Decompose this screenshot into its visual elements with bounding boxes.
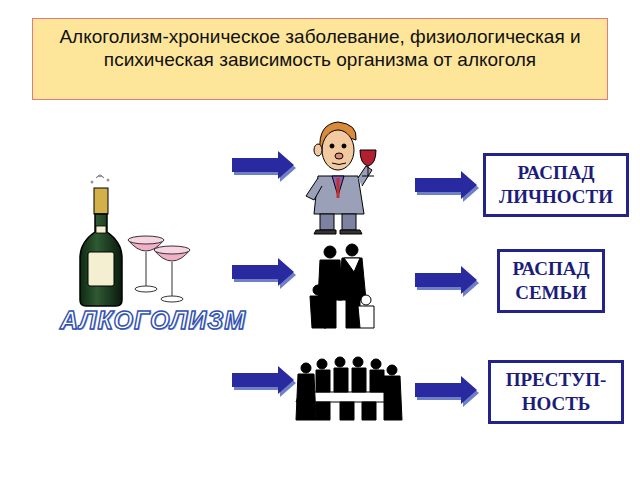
drawing-part	[232, 151, 296, 182]
drawing-part	[172, 262, 173, 298]
drawing-part	[316, 402, 330, 420]
drawing-part	[360, 150, 376, 166]
champagne-bottle	[80, 175, 122, 306]
drawing-part	[340, 230, 362, 234]
drawing-part	[161, 296, 183, 302]
champagne-glasses	[128, 236, 190, 302]
drawing-part	[232, 366, 296, 397]
drawing-part	[232, 258, 296, 289]
drawing-part	[88, 252, 114, 286]
drawing-part	[322, 130, 354, 170]
drawing-part	[335, 153, 343, 159]
drawing-part	[337, 178, 340, 198]
drawing-part	[314, 144, 322, 156]
drawing-part	[310, 296, 326, 328]
drawing-part	[94, 188, 108, 214]
drawing-part	[314, 176, 364, 214]
drawing-part	[334, 368, 348, 392]
drawing-part	[370, 370, 384, 392]
drawing-part	[314, 230, 336, 234]
family-silhouette	[310, 244, 374, 328]
drawing-part	[362, 176, 374, 177]
drawing-part	[368, 166, 369, 176]
wordart-label: АЛКОГОЛИЗМ	[60, 306, 246, 335]
drawing-part	[317, 359, 327, 369]
drawing-part	[107, 179, 110, 182]
drawing-part	[320, 214, 334, 230]
drawing-part	[415, 266, 479, 297]
drawing-part	[301, 363, 311, 373]
drawing-part	[353, 357, 363, 367]
drawing-part	[330, 144, 334, 148]
drawing-part	[415, 376, 479, 407]
arrows-right	[415, 171, 479, 407]
drawing-part	[96, 226, 106, 233]
drawing-part	[306, 178, 322, 200]
drawing-part	[96, 175, 104, 178]
drawing-part	[344, 258, 360, 272]
drawing-part	[91, 181, 94, 184]
drawing-part	[415, 171, 479, 202]
drawing-part	[335, 357, 345, 367]
drawing-part	[361, 295, 371, 305]
drawing-part	[358, 306, 374, 328]
drawing-part	[340, 402, 354, 420]
drinking-man	[306, 122, 376, 234]
drawing-part	[371, 359, 381, 369]
drawing-part	[324, 246, 336, 258]
drawing-part	[387, 365, 397, 375]
drawing-part	[332, 163, 346, 165]
box-text: РАСПАД ЛИЧНОСТИ	[492, 161, 620, 209]
drawing-part	[352, 368, 366, 392]
drawing-part	[80, 214, 122, 306]
result-box: ПРЕСТУП- НОСТЬ	[488, 360, 624, 424]
title-box: Алкоголизм-хроническое заболевание, физи…	[32, 18, 608, 100]
drawing-part	[346, 244, 358, 256]
result-box: РАСПАД ЛИЧНОСТИ	[483, 153, 629, 217]
drawing-part	[146, 252, 147, 288]
drawing-part	[384, 376, 402, 420]
box-text: ПРЕСТУП- НОСТЬ	[497, 368, 615, 416]
drawing-part	[154, 246, 190, 254]
drawing-part	[313, 285, 323, 295]
drawing-part	[316, 370, 330, 392]
result-box: РАСПАД СЕМЬИ	[497, 249, 605, 313]
box-text: РАСПАД СЕМЬИ	[506, 257, 596, 305]
drawing-part	[99, 175, 101, 177]
title-text: Алкоголизм-хроническое заболевание, физи…	[41, 25, 599, 71]
meeting-silhouette	[296, 357, 402, 420]
arrows-left	[232, 151, 296, 397]
drawing-part	[342, 214, 356, 230]
drawing-part	[135, 286, 157, 292]
drawing-part	[362, 402, 376, 420]
drawing-part	[342, 144, 346, 148]
drawing-part	[296, 374, 316, 420]
drawing-part	[128, 236, 164, 244]
